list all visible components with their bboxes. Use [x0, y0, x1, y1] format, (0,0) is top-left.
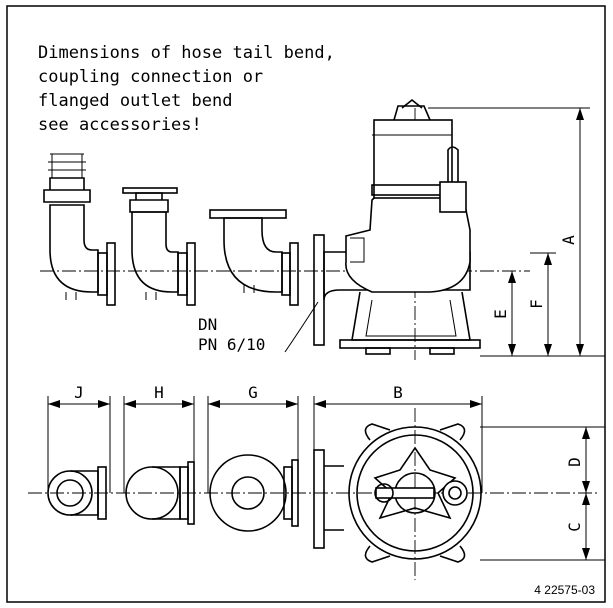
dimension-a: A: [428, 107, 605, 357]
coupling-connection-bend: [122, 187, 196, 306]
flange-spec-label: DN PN 6/10: [198, 301, 319, 354]
dim-f-label: F: [527, 299, 546, 309]
coupling-top-view: H: [123, 383, 195, 525]
dim-j-label: J: [74, 383, 84, 402]
flange-pn-label: PN 6/10: [198, 335, 265, 354]
drawing-frame: [6, 5, 606, 603]
dim-g-label: G: [248, 383, 258, 402]
dim-h-label: H: [154, 383, 164, 402]
dimension-f: F: [527, 252, 556, 356]
note-line-4: see accessories!: [38, 115, 202, 135]
flanged-bend-top-view: G: [207, 383, 299, 532]
discharge-flange: [313, 234, 325, 346]
flange-dn-label: DN: [198, 315, 217, 334]
drawing-number: 4 22575-03: [534, 583, 595, 597]
note-line-2: coupling connection or: [38, 67, 263, 87]
dim-c-label: C: [565, 522, 584, 532]
flanged-outlet-bend: [209, 209, 299, 306]
hose-tail-top-view: J: [47, 383, 111, 520]
note-line-1: Dimensions of hose tail bend,: [38, 43, 335, 63]
dimension-d: D: [480, 426, 605, 493]
pump-side-view: [313, 98, 481, 355]
dimension-c: C: [480, 493, 605, 561]
dimension-e: E: [491, 271, 516, 356]
hose-tail-bend: [43, 153, 116, 306]
pump-top-view: B: [313, 383, 483, 563]
dim-a-label: A: [559, 235, 578, 245]
note-line-3: flanged outlet bend: [38, 91, 232, 111]
dim-e-label: E: [491, 309, 510, 319]
dim-b-label: B: [393, 383, 403, 402]
dim-d-label: D: [565, 457, 584, 467]
accessories-note: Dimensions of hose tail bend, coupling c…: [38, 43, 335, 135]
